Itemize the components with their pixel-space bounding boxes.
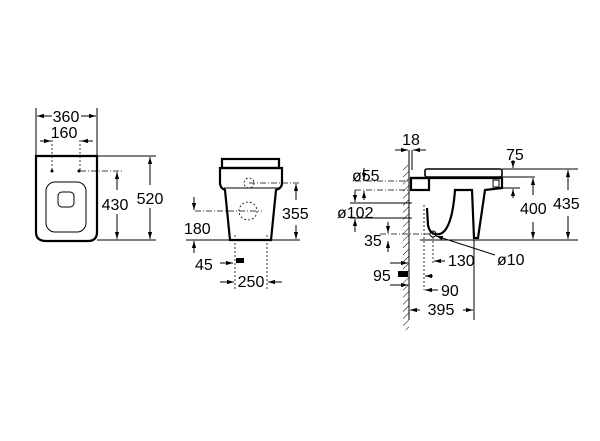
dim-250: 250 bbox=[238, 274, 265, 291]
dim-430: 430 bbox=[102, 197, 129, 214]
dim-520: 520 bbox=[137, 191, 164, 208]
dim-130: 130 bbox=[448, 253, 475, 270]
dim-180: 180 bbox=[184, 221, 211, 238]
seat bbox=[220, 157, 281, 170]
dim-160: 160 bbox=[51, 125, 78, 142]
fixing-bolt-icon bbox=[236, 258, 244, 263]
bowl-drain bbox=[57, 191, 75, 208]
dim-95: 95 bbox=[373, 268, 391, 285]
dim-45: 45 bbox=[195, 257, 213, 274]
dim-90: 90 bbox=[441, 283, 459, 300]
dim-355: 355 bbox=[282, 206, 309, 223]
bowl-outline bbox=[34, 154, 99, 243]
pan-profile bbox=[411, 176, 504, 240]
inlet bbox=[409, 176, 431, 192]
dim-35: 35 bbox=[364, 233, 382, 250]
seat-lid bbox=[424, 168, 503, 178]
top-view: 360 160 430 520 bbox=[34, 108, 164, 243]
dim-18: 18 bbox=[402, 132, 420, 149]
dim-360: 360 bbox=[53, 109, 80, 126]
side-view: 18 ø55 75 400 435 ø102 35 ø10 130 bbox=[337, 132, 580, 330]
bowl-inner bbox=[45, 181, 87, 233]
outlet-pipe-icon bbox=[398, 271, 408, 277]
dim-dia55: ø55 bbox=[352, 168, 380, 185]
dim-dia10: ø10 bbox=[497, 252, 525, 269]
dim-dia102: ø102 bbox=[337, 205, 374, 222]
dim-75: 75 bbox=[506, 147, 524, 164]
wall-hatch bbox=[403, 165, 409, 330]
dim-400: 400 bbox=[520, 201, 547, 218]
dim-395: 395 bbox=[428, 302, 455, 319]
dim-435: 435 bbox=[553, 196, 580, 213]
front-view: 180 355 45 250 bbox=[184, 157, 309, 291]
